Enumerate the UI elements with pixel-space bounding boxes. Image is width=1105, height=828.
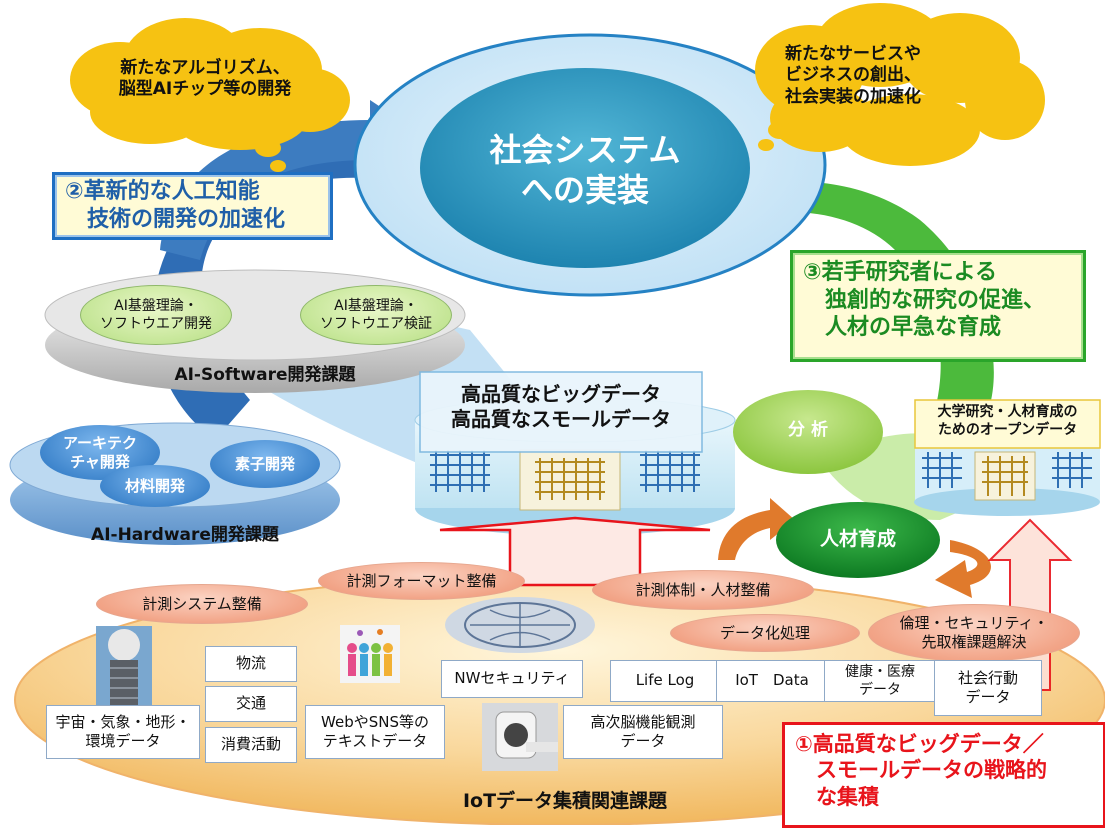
orange-arrow-left bbox=[718, 498, 795, 560]
health-medical-box: 健康・医療 データ bbox=[824, 660, 936, 702]
orange-arrow-right bbox=[935, 540, 992, 598]
logistics-box: 物流 bbox=[205, 646, 297, 682]
bigdata-label: 高品質なビッグデータ 高品質なスモールデータ bbox=[451, 382, 671, 431]
cloud-left bbox=[70, 18, 350, 172]
ethics-security-oval: 倫理・セキュリティ・ 先取権課題解決 bbox=[868, 604, 1080, 662]
software-item-development: AI基盤理論・ ソフトウエア開発 bbox=[80, 285, 232, 345]
measurement-system-oval: 計測システム整備 bbox=[96, 584, 308, 624]
nw-security-box: NWセキュリティ bbox=[441, 660, 583, 698]
consumption-box: 消費活動 bbox=[205, 727, 297, 763]
traffic-box: 交通 bbox=[205, 686, 297, 722]
analysis-oval bbox=[733, 390, 883, 474]
network-globe-icon bbox=[445, 597, 595, 653]
brain-observation-box: 高次脳機能観測 データ bbox=[563, 705, 723, 759]
measurement-staff-oval: 計測体制・人材整備 bbox=[592, 570, 814, 610]
hardware-item-material: 材料開発 bbox=[100, 465, 210, 507]
top-right-cloud-text: 新たなサービスや ビジネスの創出、 社会実装の加速化 bbox=[785, 44, 921, 107]
top-left-cloud-text: 新たなアルゴリズム、 脳型AIチップ等の開発 bbox=[118, 58, 292, 100]
space-weather-box: 宇宙・気象・地形・ 環境データ bbox=[46, 705, 200, 759]
callout-3-box: ③若手研究者による 独創的な研究の促進、 人材の早急な育成 bbox=[790, 250, 1086, 362]
social-behavior-box: 社会行動 データ bbox=[934, 660, 1042, 716]
hardware-item-device: 素子開発 bbox=[210, 440, 320, 488]
measurement-format-oval: 計測フォーマット整備 bbox=[318, 562, 525, 600]
software-label: AI-Software開発課題 bbox=[174, 365, 356, 385]
iot-label: IoTデータ集積関連課題 bbox=[462, 790, 668, 812]
callout-1-box: ①高品質なビッグデータ／ スモールデータの戦略的 な集積 bbox=[782, 722, 1105, 828]
jinzai-oval bbox=[776, 502, 940, 578]
callout-1-text: ①高品質なビッグデータ／ スモールデータの戦略的 な集積 bbox=[795, 732, 1047, 809]
red-up-arrow-center bbox=[439, 516, 711, 587]
callout-2-box: ②革新的な人工知能 技術の開発の加速化 bbox=[52, 172, 333, 240]
opendata-cylinders bbox=[914, 440, 1100, 516]
iot-data-box: IoT Data bbox=[716, 660, 828, 702]
opendata-label: 大学研究・人材育成の ためのオープンデータ bbox=[937, 404, 1078, 438]
software-item-verification: AI基盤理論・ ソフトウエア検証 bbox=[300, 285, 452, 345]
space-observatory-photo bbox=[96, 626, 152, 706]
web-sns-box: WebやSNS等の テキストデータ bbox=[305, 705, 445, 759]
life-log-box: Life Log bbox=[610, 660, 720, 702]
people-icon bbox=[340, 625, 400, 683]
bigdata-label-box bbox=[419, 371, 703, 453]
opendata-label-box bbox=[914, 399, 1101, 449]
analysis-label: 分 析 bbox=[788, 420, 828, 440]
jinzai-label: 人材育成 bbox=[819, 528, 896, 550]
callout-2-text: ②革新的な人工知能 技術の開発の加速化 bbox=[65, 179, 286, 232]
callout-3-text: ③若手研究者による 独創的な研究の促進、 人材の早急な育成 bbox=[803, 260, 1046, 340]
hardware-label: AI-Hardware開発課題 bbox=[91, 525, 279, 545]
mri-machine-photo bbox=[482, 703, 558, 771]
center-title: 社会システム への実装 bbox=[489, 131, 681, 209]
center-inner-ellipse bbox=[420, 68, 750, 268]
cloud-right bbox=[755, 3, 1045, 166]
data-processing-oval: データ化処理 bbox=[670, 614, 860, 652]
